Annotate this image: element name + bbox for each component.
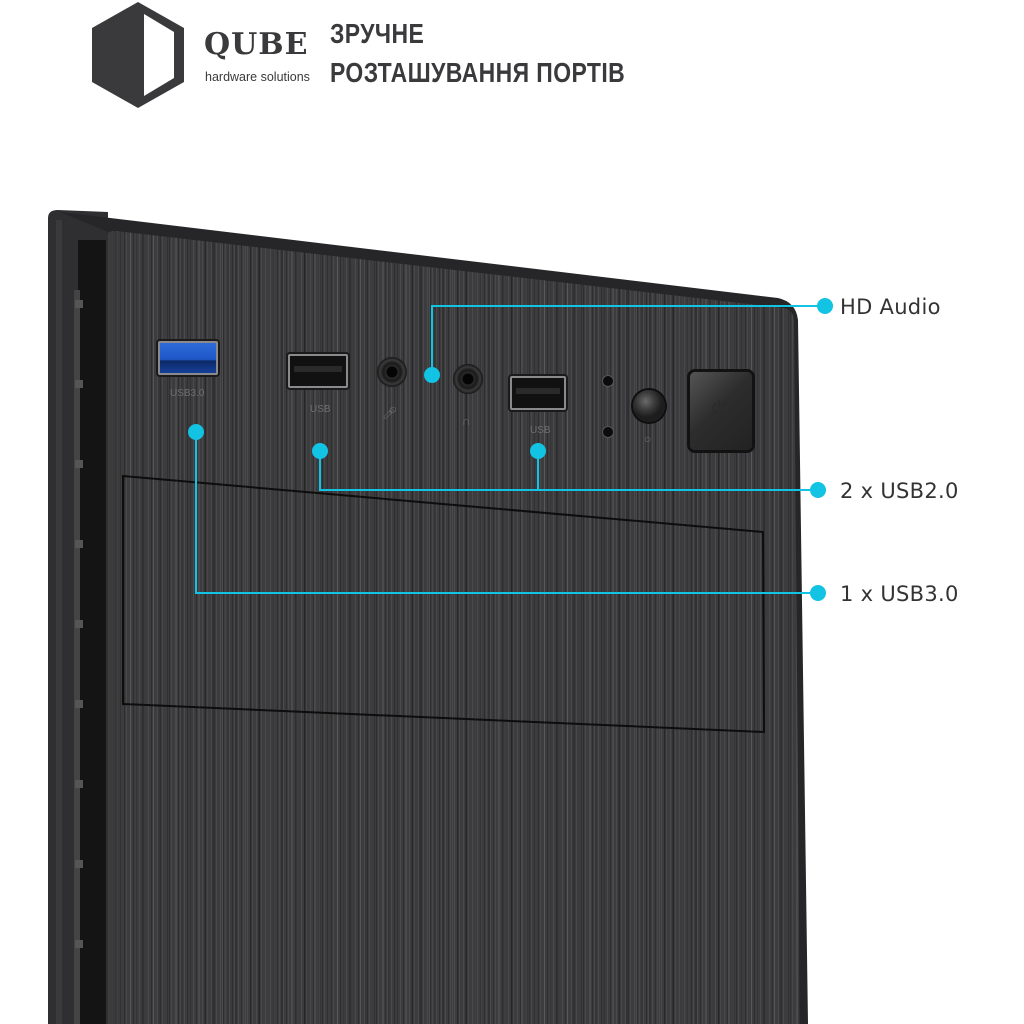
headphone-jack[interactable] [453,364,483,394]
usb3-line-h [195,592,819,594]
headline-line-2: РОЗТАШУВАННЯ ПОРТІВ [330,57,626,88]
power-led [603,427,613,437]
page-title: ЗРУЧНЕ РОЗТАШУВАННЯ ПОРТІВ [330,14,625,92]
usb2-line-v2 [537,452,539,491]
usb2-port-1[interactable] [288,354,348,388]
usb3-line-v [195,432,197,594]
usb3-port[interactable] [158,341,218,375]
usb3-dot-label [810,585,826,601]
case-frame [48,210,808,1024]
callout-hd-audio: HD Audio [840,295,941,319]
usb2-dot-port-2 [530,443,546,459]
reset-icon: ○ [644,432,652,446]
power-button[interactable]: ⏻ [690,372,752,450]
reset-button[interactable] [633,390,665,422]
usb2-dot-port-1 [312,443,328,459]
usb2-port-2[interactable] [510,376,566,410]
headline-line-1: ЗРУЧНЕ [330,18,425,49]
microphone-jack[interactable] [377,357,407,387]
usb2-line-h [319,489,819,491]
hd-audio-line-h [431,305,821,307]
hd-audio-dot-port [424,367,440,383]
hexagon-cube-icon [92,2,184,108]
brand-tagline: hardware solutions [205,70,310,84]
callout-usb2: 2 x USB2.0 [840,479,959,503]
hdd-led [603,376,613,386]
hd-audio-dot-label [817,298,833,314]
usb3-port-label: USB3.0 [170,388,205,399]
usb2-port-2-label: USB [530,425,551,436]
microphone-icon: 🎤︎ [382,406,398,420]
headphone-icon: ∩ [462,414,471,428]
hd-audio-line-v [431,305,433,375]
pc-case: USB3.0 USB 🎤︎ ∩ USB ○ ⏻ [48,210,808,1024]
usb2-port-1-label: USB [310,404,331,415]
usb3-dot-port [188,424,204,440]
power-icon: ⏻ [712,398,727,418]
usb2-line-v1 [319,452,321,491]
callout-usb3: 1 x USB3.0 [840,582,959,606]
usb2-dot-label [810,482,826,498]
brand-name: QUBE [204,27,309,62]
